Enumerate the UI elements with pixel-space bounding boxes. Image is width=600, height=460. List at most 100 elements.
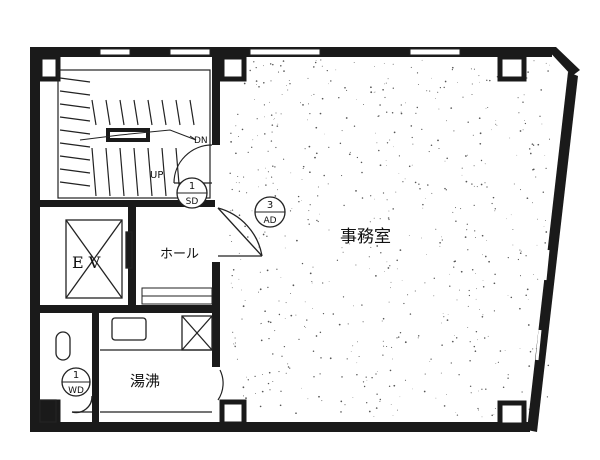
speckle <box>284 235 286 237</box>
speckle <box>479 132 482 135</box>
speckle <box>461 167 463 169</box>
speckle <box>344 404 346 406</box>
speckle <box>247 236 249 238</box>
speckle <box>238 278 240 280</box>
stair-tread <box>59 77 91 83</box>
speckle <box>257 291 260 293</box>
speckle <box>366 402 368 404</box>
speckle <box>545 62 547 64</box>
speckle <box>313 93 315 95</box>
speckle <box>374 66 375 67</box>
speckle <box>528 365 531 367</box>
speckle <box>269 389 271 391</box>
outer-walls <box>30 47 580 432</box>
speckle <box>382 354 384 356</box>
speckle <box>469 359 471 362</box>
speckle <box>546 396 549 398</box>
speckle <box>230 141 232 143</box>
speckle <box>423 390 426 393</box>
speckle <box>279 404 282 407</box>
speckle <box>408 165 411 168</box>
speckle <box>275 112 277 114</box>
speckle <box>468 294 471 297</box>
speckle <box>352 397 354 398</box>
speckle <box>317 220 319 223</box>
speckle <box>308 145 311 148</box>
speckle <box>495 120 497 122</box>
speckle <box>301 178 303 180</box>
speckle <box>473 204 475 207</box>
speckle <box>342 296 345 298</box>
speckle <box>460 270 463 273</box>
speckle <box>235 182 237 183</box>
speckle <box>449 285 451 287</box>
speckle <box>458 289 460 291</box>
speckle <box>356 99 357 100</box>
speckle <box>441 239 443 241</box>
speckle <box>319 213 320 215</box>
speckle <box>460 208 462 210</box>
speckle <box>396 337 398 339</box>
speckle <box>369 268 370 270</box>
stair-up-label: UP <box>150 170 163 181</box>
speckle <box>265 177 267 179</box>
toilet-fixtures <box>39 331 93 423</box>
speckle <box>284 318 286 319</box>
speckle <box>506 218 507 220</box>
tag-wd: 1 WD <box>61 367 91 397</box>
speckle <box>487 335 489 337</box>
kitchen-east-wall <box>212 312 220 367</box>
speckle <box>264 116 265 118</box>
speckle <box>291 208 293 209</box>
speckle <box>336 259 339 261</box>
speckle <box>385 82 387 84</box>
speckle <box>285 302 287 304</box>
speckle <box>287 89 289 91</box>
speckle <box>278 313 281 316</box>
speckle <box>231 287 233 289</box>
speckle <box>470 68 472 70</box>
east-wall <box>527 72 578 432</box>
speckle <box>399 249 402 251</box>
stair-tread <box>59 181 91 187</box>
speckle <box>288 80 290 82</box>
speckle <box>470 392 472 394</box>
speckle <box>283 158 285 160</box>
speckle <box>527 71 529 73</box>
speckle <box>479 142 482 145</box>
speckle <box>330 80 332 82</box>
speckle <box>253 61 255 63</box>
stair-tread <box>59 90 91 96</box>
speckle <box>475 330 478 333</box>
tag-sd-bottom: SD <box>186 197 199 207</box>
speckle <box>408 234 410 236</box>
speckle <box>375 373 377 375</box>
speckle <box>355 190 357 192</box>
speckle <box>430 358 432 360</box>
speckle <box>475 288 477 290</box>
speckle <box>481 234 484 237</box>
speckle <box>495 363 497 364</box>
speckle <box>308 210 310 212</box>
speckle <box>446 120 448 122</box>
speckle <box>523 94 525 96</box>
stair-tread <box>147 99 153 126</box>
speckle <box>355 264 357 266</box>
speckle <box>324 133 325 135</box>
speckle <box>353 125 356 127</box>
column-w-top <box>37 54 61 82</box>
speckle <box>469 385 472 388</box>
speckle <box>382 192 385 194</box>
speckle <box>392 358 393 360</box>
speckle <box>497 361 499 363</box>
speckle <box>524 122 527 125</box>
speckle <box>444 80 447 83</box>
stair-well <box>106 128 150 142</box>
speckle <box>548 138 551 140</box>
speckle <box>484 163 486 165</box>
speckle <box>230 210 232 212</box>
speckle <box>445 189 447 191</box>
speckle <box>283 70 285 72</box>
speckle <box>309 204 311 206</box>
speckle <box>390 281 392 283</box>
